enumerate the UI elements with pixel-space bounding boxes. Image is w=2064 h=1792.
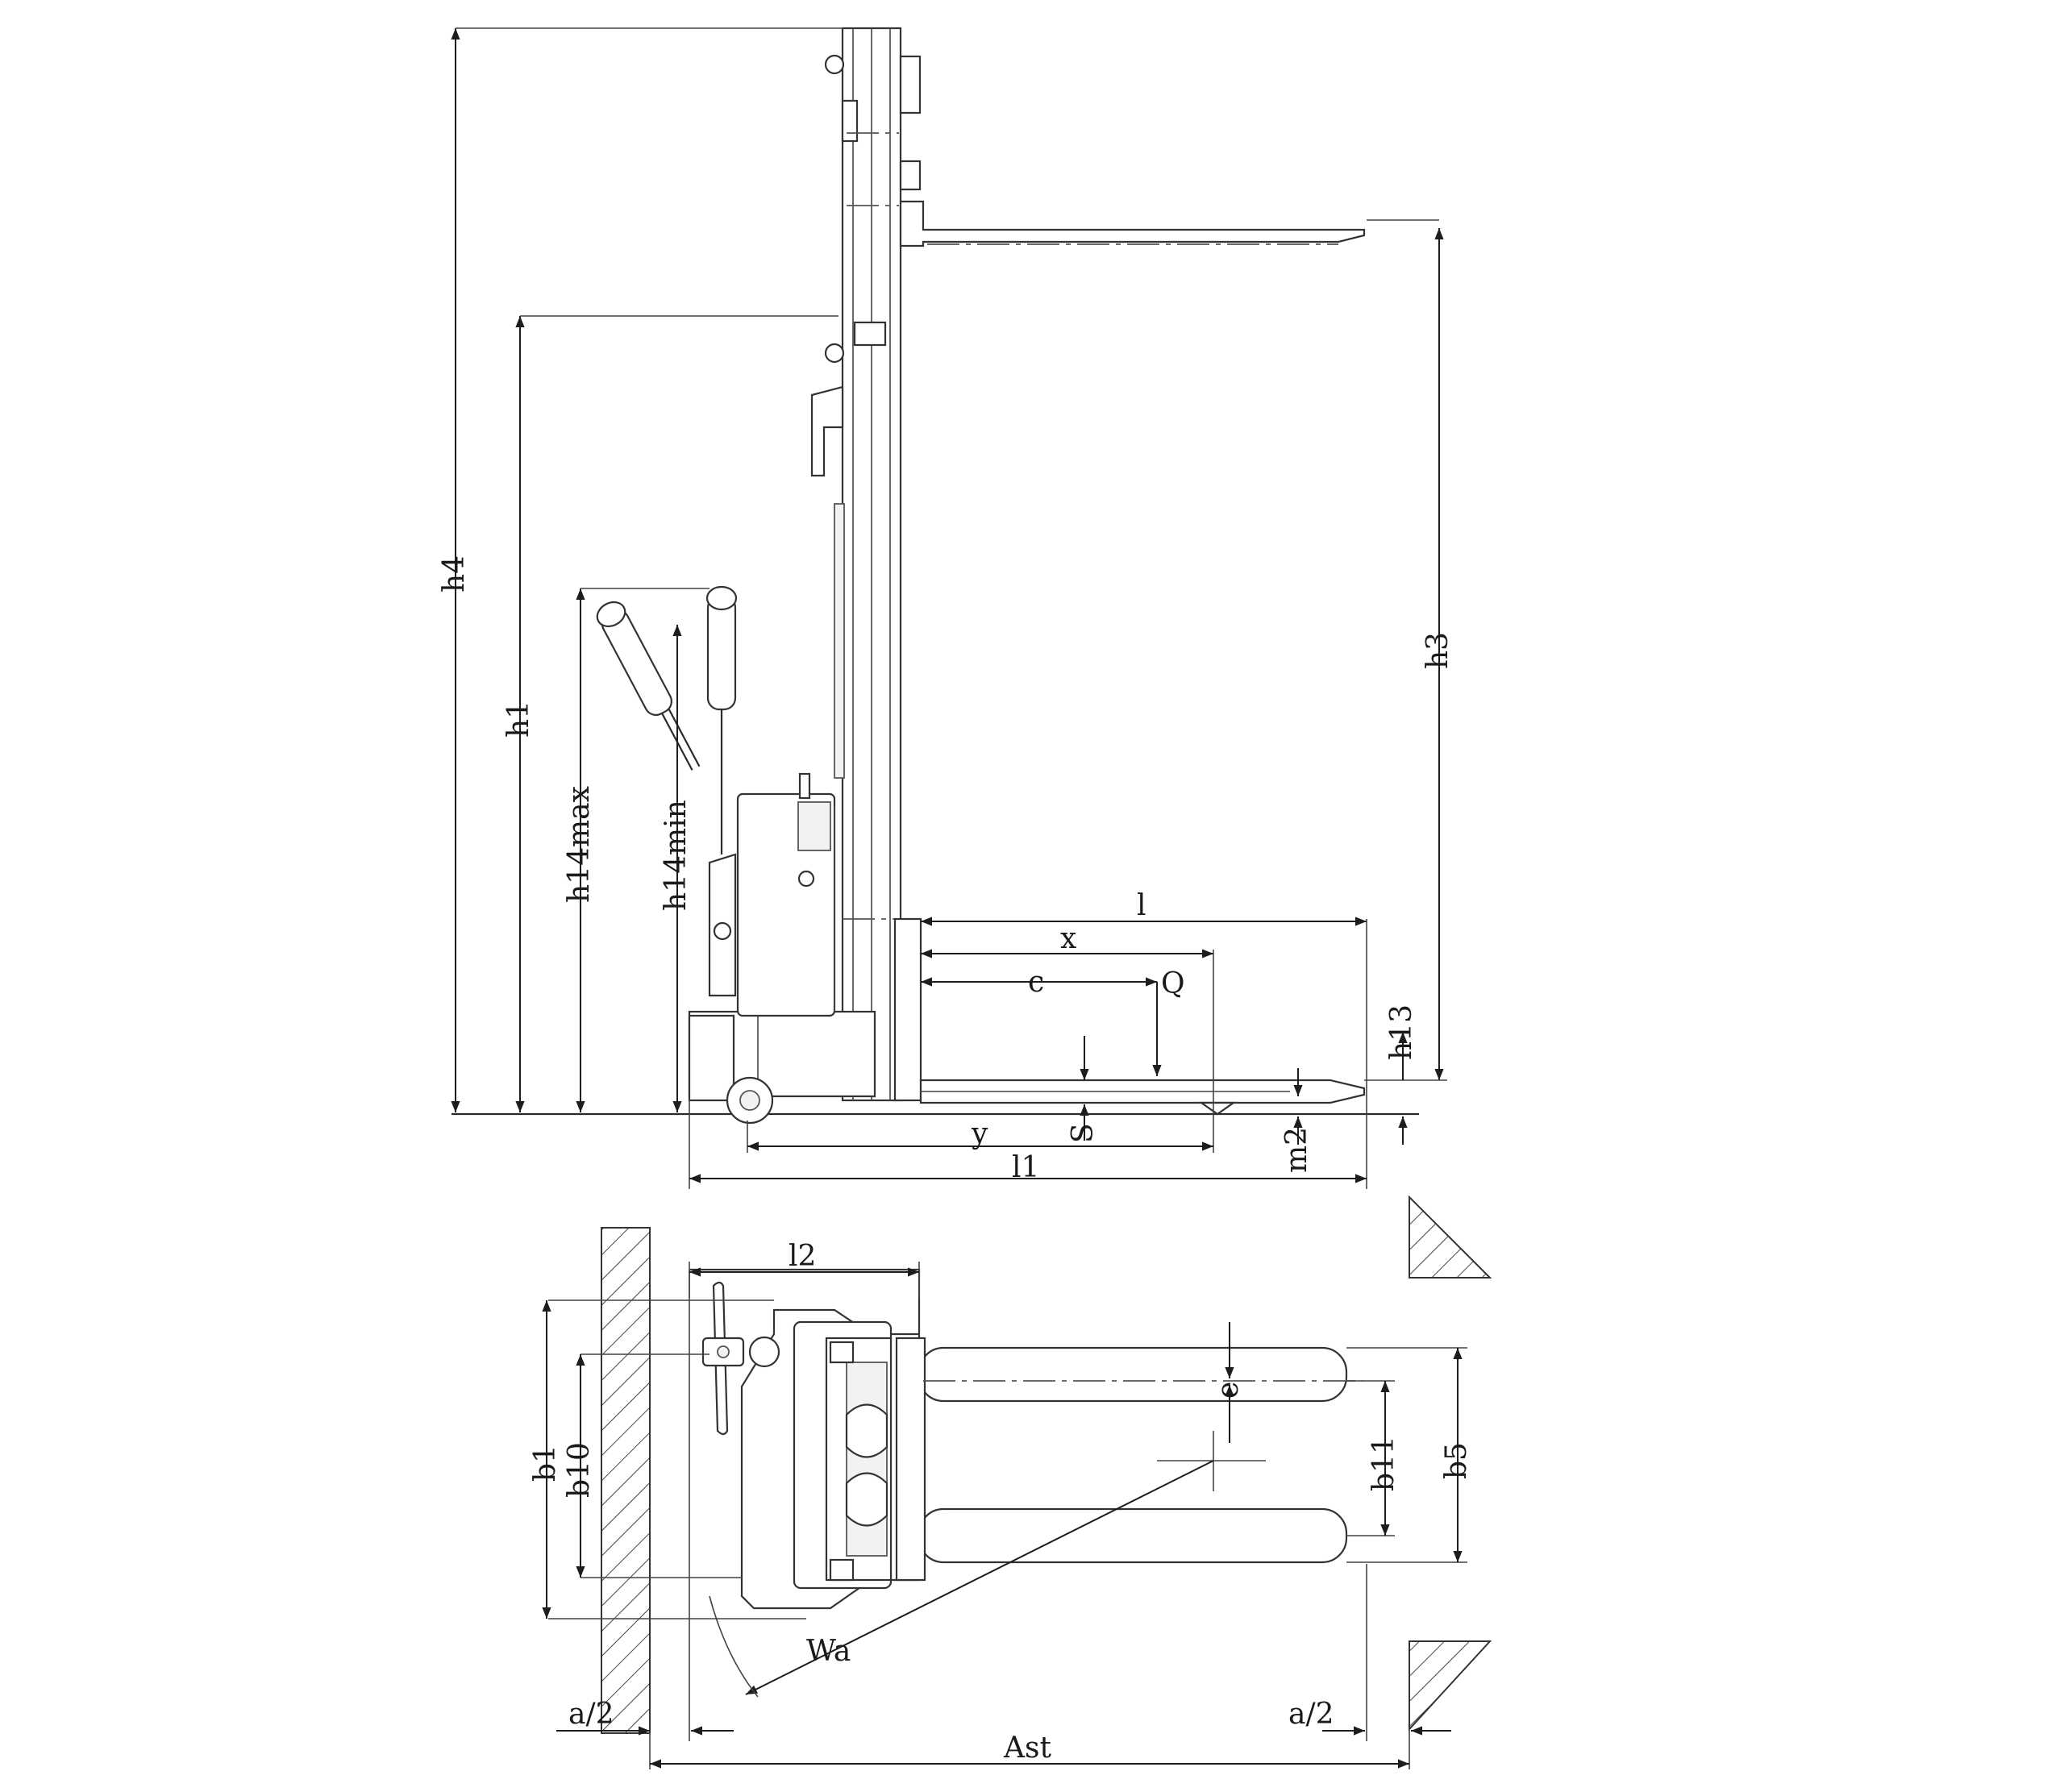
- truck-body: [688, 772, 876, 1125]
- wall-hatch-left: [601, 1227, 651, 1734]
- label-l: l: [1137, 889, 1146, 922]
- side-view: h4 h1 h14max h14min h3 h13 l x c Q: [438, 27, 1454, 1189]
- label-Wa: Wa: [806, 1635, 851, 1668]
- label-m2: m2: [1280, 1127, 1313, 1173]
- label-a2-left: a/2: [568, 1698, 614, 1731]
- label-b5: b5: [1440, 1442, 1473, 1479]
- wall-hatch-right-lower: [1409, 1640, 1492, 1732]
- tiller-handles: [596, 585, 738, 854]
- lower-mast-roller: [824, 343, 845, 364]
- label-b11: b11: [1367, 1436, 1400, 1491]
- lift-chain: [834, 503, 845, 779]
- label-l2: l2: [789, 1240, 816, 1273]
- mast: [810, 27, 922, 1102]
- raised-fork: [899, 200, 1366, 247]
- label-h4: h4: [438, 555, 471, 592]
- label-h14max: h14max: [563, 786, 596, 903]
- label-b1: b1: [529, 1445, 562, 1482]
- top-fork-lower: [918, 1507, 1348, 1564]
- label-x: x: [1060, 922, 1076, 955]
- label-h3: h3: [1421, 632, 1454, 669]
- label-h13: h13: [1385, 1004, 1418, 1060]
- label-c: c: [1028, 966, 1044, 999]
- label-Q: Q: [1161, 967, 1185, 1000]
- label-b10: b10: [563, 1442, 596, 1498]
- label-e: e: [1212, 1382, 1245, 1399]
- wall-hatch-right-upper: [1409, 1195, 1492, 1279]
- lowered-fork: [893, 917, 1366, 1116]
- top-view: e b11 b5 l2 b1 b10 Wa a/2: [529, 1240, 1473, 1769]
- top-fork-upper: [918, 1346, 1348, 1403]
- dim-line-Wa: [745, 1460, 1214, 1695]
- label-a2-right: a/2: [1288, 1698, 1334, 1731]
- label-h14min: h14min: [660, 800, 693, 911]
- label-h1: h1: [502, 701, 535, 738]
- label-S: S: [1067, 1123, 1100, 1143]
- upper-mast-roller: [824, 54, 845, 75]
- label-y: y: [971, 1117, 988, 1150]
- label-Ast: Ast: [1003, 1732, 1051, 1765]
- label-l1: l1: [1012, 1151, 1039, 1184]
- top-tiller-head: [701, 1281, 780, 1436]
